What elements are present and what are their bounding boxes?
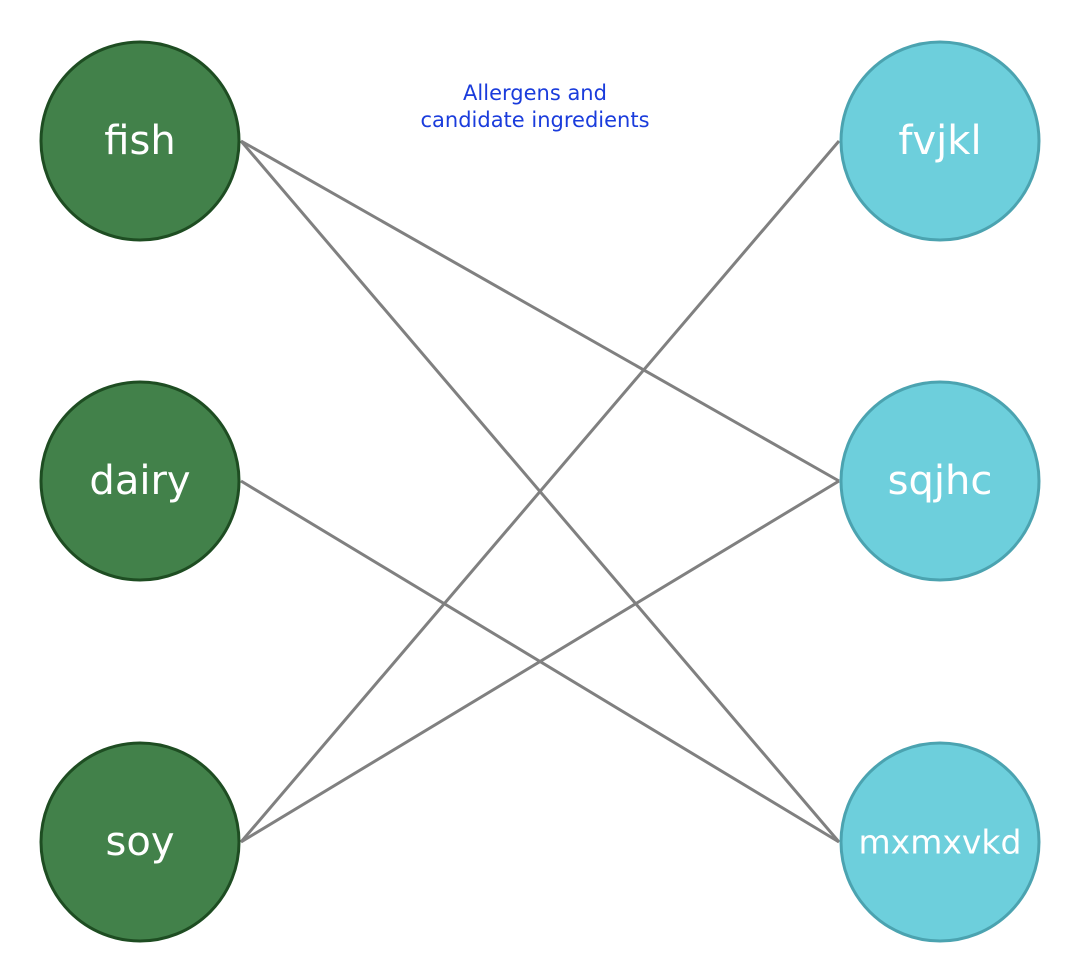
node-label-dairy: dairy bbox=[89, 458, 190, 504]
node-soy: soy bbox=[39, 741, 241, 943]
node-label-soy: soy bbox=[106, 819, 175, 865]
node-circle-fish bbox=[39, 40, 241, 242]
node-mxmxvkd: mxmxvkd bbox=[839, 741, 1041, 943]
diagram-title: Allergens and candidate ingredients bbox=[390, 80, 680, 134]
node-label-sqjhc: sqjhc bbox=[888, 458, 993, 504]
node-label-mxmxvkd: mxmxvkd bbox=[859, 823, 1022, 862]
edge-fish-sqjhc bbox=[240, 139, 840, 483]
node-label-fvjkl: fvjkl bbox=[898, 118, 981, 164]
node-dairy: dairy bbox=[39, 380, 241, 582]
node-circle-dairy bbox=[39, 380, 241, 582]
title-line-2: candidate ingredients bbox=[420, 108, 650, 132]
node-fvjkl: fvjkl bbox=[839, 40, 1041, 242]
node-circle-sqjhc bbox=[839, 380, 1041, 582]
node-sqjhc: sqjhc bbox=[839, 380, 1041, 582]
edges bbox=[239, 139, 841, 844]
node-label-fish: fish bbox=[104, 118, 175, 164]
node-fish: fish bbox=[39, 40, 241, 242]
node-circle-mxmxvkd bbox=[839, 741, 1041, 943]
node-circle-soy bbox=[39, 741, 241, 943]
edge-soy-fvjkl bbox=[239, 140, 841, 843]
edge-soy-sqjhc bbox=[240, 479, 840, 844]
nodes: fish dairy soy fvjkl sqjhc mxmxvkd bbox=[39, 40, 1041, 943]
node-circle-fvjkl bbox=[839, 40, 1041, 242]
title-line-1: Allergens and bbox=[463, 81, 607, 105]
